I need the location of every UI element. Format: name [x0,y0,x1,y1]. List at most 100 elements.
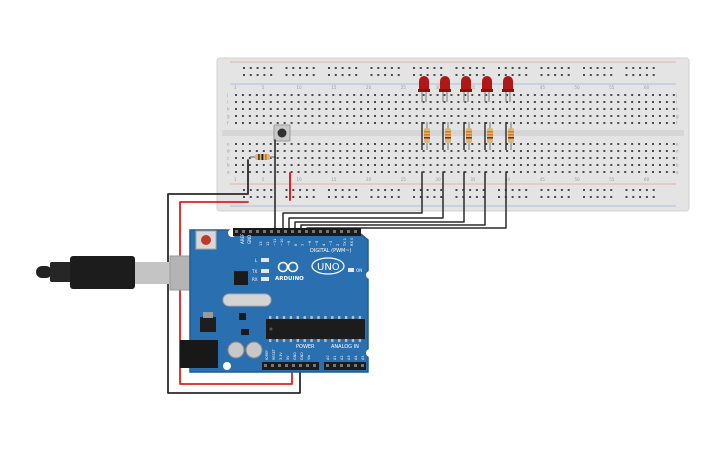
rail-hole [603,74,606,76]
header-pin[interactable] [340,364,343,367]
header-pin[interactable] [347,230,350,233]
breadboard-hole [443,94,446,96]
rail-hole [455,74,458,76]
breadboard-hole [262,143,265,145]
header-pin[interactable] [361,364,364,367]
breadboard-hole [241,94,244,96]
rail-hole [270,67,273,69]
led-3[interactable] [460,76,472,102]
header-pin[interactable] [277,230,280,233]
rail-hole [632,189,635,191]
header-pin[interactable] [326,230,329,233]
rail-hole [413,189,415,191]
breadboard-hole [450,150,453,152]
breadboard-hole [513,143,515,145]
header-pin[interactable] [285,364,288,367]
breadboard-hole [638,94,641,96]
header-pin[interactable] [264,364,267,367]
rail-hole [652,189,655,191]
header-pin[interactable] [333,230,336,233]
push-button[interactable] [273,124,291,142]
led-5[interactable] [502,76,514,102]
breadboard-hole [471,115,474,117]
rail-hole [305,67,308,69]
rail-hole [525,189,528,191]
header-pin[interactable] [278,364,281,367]
breadboard-hole [464,171,467,173]
breadboard-hole [241,122,244,124]
header-pin[interactable] [354,230,357,233]
led-dome [419,76,429,91]
rail-hole [645,74,648,76]
breadboard-hole [596,157,599,159]
breadboard-hole [492,108,495,110]
breadboard-hole [332,94,335,96]
header-pin[interactable] [256,230,259,233]
header-pin[interactable] [249,230,252,233]
digital-header [233,228,361,236]
header-pin[interactable] [271,364,274,367]
digital-pin-label: ~11 [273,238,277,246]
header-pin[interactable] [340,230,343,233]
breadboard-hole [519,115,522,117]
breadboard-hole [499,108,502,110]
breadboard-hole [499,122,502,124]
breadboard-hole [332,157,335,159]
breadboard-hole [283,157,286,159]
breadboard-hole [624,101,627,103]
row-letter: d [227,149,230,154]
header-pin[interactable] [242,230,245,233]
breadboard-hole [478,122,481,124]
tx-led [261,269,269,273]
header-pin[interactable] [312,230,315,233]
aref-label: AREF [240,233,245,244]
breadboard-hole [339,122,342,124]
header-pin[interactable] [347,364,350,367]
rail-hole [249,67,252,69]
breadboard-hole [436,108,439,110]
breadboard-hole [457,94,460,96]
header-pin[interactable] [305,230,308,233]
breadboard-hole [568,171,571,173]
rail-hole [547,74,550,76]
rail-hole [370,196,373,198]
rail-hole [312,74,315,76]
rail-hole [518,189,521,191]
header-pin[interactable] [235,230,238,233]
breadboard-hole [575,115,578,117]
header-pin[interactable] [292,364,295,367]
header-pin[interactable] [333,364,336,367]
power-pin-label: Vin [307,355,311,360]
rail-hole [328,67,330,69]
breadboard-hole [235,108,237,110]
header-pin[interactable] [284,230,287,233]
breadboard-hole [471,143,474,145]
rail-hole [525,67,528,69]
led-1[interactable] [418,76,430,102]
breadboard-hole [415,101,418,103]
breadboard-hole [533,108,536,110]
gnd-label: GND [247,235,252,244]
rail-hole [249,189,252,191]
header-pin[interactable] [263,230,266,233]
header-pin[interactable] [354,364,357,367]
led-4[interactable] [481,76,493,102]
breadboard-hole [248,122,251,124]
row-letter: a [676,170,679,175]
breadboard-hole [269,101,272,103]
push-button-cap[interactable] [277,128,287,138]
header-pin[interactable] [306,364,309,367]
header-pin[interactable] [326,364,329,367]
header-pin[interactable] [299,364,302,367]
led-2[interactable] [439,76,451,102]
header-pin[interactable] [270,230,273,233]
header-pin[interactable] [291,230,294,233]
reset-button[interactable] [201,235,211,245]
rail-hole [475,67,478,69]
header-pin[interactable] [313,364,316,367]
breadboard-hole [582,108,585,110]
header-pin[interactable] [319,230,322,233]
breadboard-hole [262,164,265,166]
header-pin[interactable] [298,230,301,233]
